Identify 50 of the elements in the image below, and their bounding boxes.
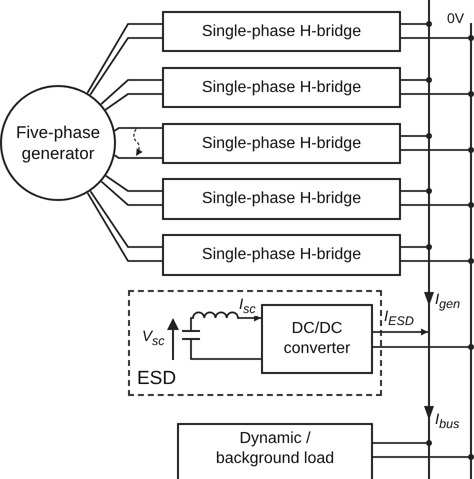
node-label: DC/DC converter xyxy=(282,319,352,359)
block-box xyxy=(162,178,401,220)
wire xyxy=(100,180,162,206)
wire xyxy=(401,135,428,137)
wire xyxy=(86,23,162,94)
node-label: Single-phase H-bridge xyxy=(202,22,362,42)
node-label: Single-phase H-bridge xyxy=(202,78,362,98)
node-label: Five-phase generator xyxy=(14,122,102,164)
wire xyxy=(401,149,470,151)
wire xyxy=(373,346,470,348)
block-box xyxy=(177,423,373,479)
dashed-group-box xyxy=(128,290,382,396)
wire xyxy=(373,328,428,336)
wire xyxy=(401,79,428,81)
block-box xyxy=(162,67,401,108)
block-box xyxy=(162,123,401,164)
wire xyxy=(401,93,470,95)
node-label: Dynamic / background load xyxy=(214,429,336,469)
wire xyxy=(105,175,162,192)
block-box xyxy=(162,11,401,52)
wire xyxy=(86,192,162,262)
wire xyxy=(401,260,470,262)
edge-label: I$_{ESD}$ xyxy=(383,309,415,328)
block-box xyxy=(162,234,401,276)
rail-label: 0V xyxy=(447,10,464,28)
wire xyxy=(114,127,162,132)
capacitor-symbol xyxy=(182,329,200,341)
wire xyxy=(373,442,428,444)
wire xyxy=(373,456,470,458)
current-label: V$_{sc}$ xyxy=(141,329,166,348)
wire xyxy=(401,37,470,39)
wire xyxy=(90,190,162,248)
wire xyxy=(114,154,162,159)
group-title: ESD xyxy=(137,367,176,391)
current-label: I$_{gen}$ xyxy=(434,292,462,310)
wire xyxy=(401,204,470,206)
block-box xyxy=(261,304,373,374)
wire xyxy=(401,190,428,192)
current-label: I$_{bus}$ xyxy=(434,412,460,430)
wire xyxy=(104,93,162,110)
wire xyxy=(190,311,261,331)
edge-label: I$_{sc}$ xyxy=(238,297,257,316)
wire xyxy=(401,23,428,25)
wire xyxy=(190,339,261,360)
node-label: Single-phase H-bridge xyxy=(202,134,362,154)
wire xyxy=(100,79,162,105)
node-label: Single-phase H-bridge xyxy=(202,189,362,209)
node-label: Single-phase H-bridge xyxy=(202,245,362,265)
wire xyxy=(89,37,162,96)
wire xyxy=(401,246,428,248)
